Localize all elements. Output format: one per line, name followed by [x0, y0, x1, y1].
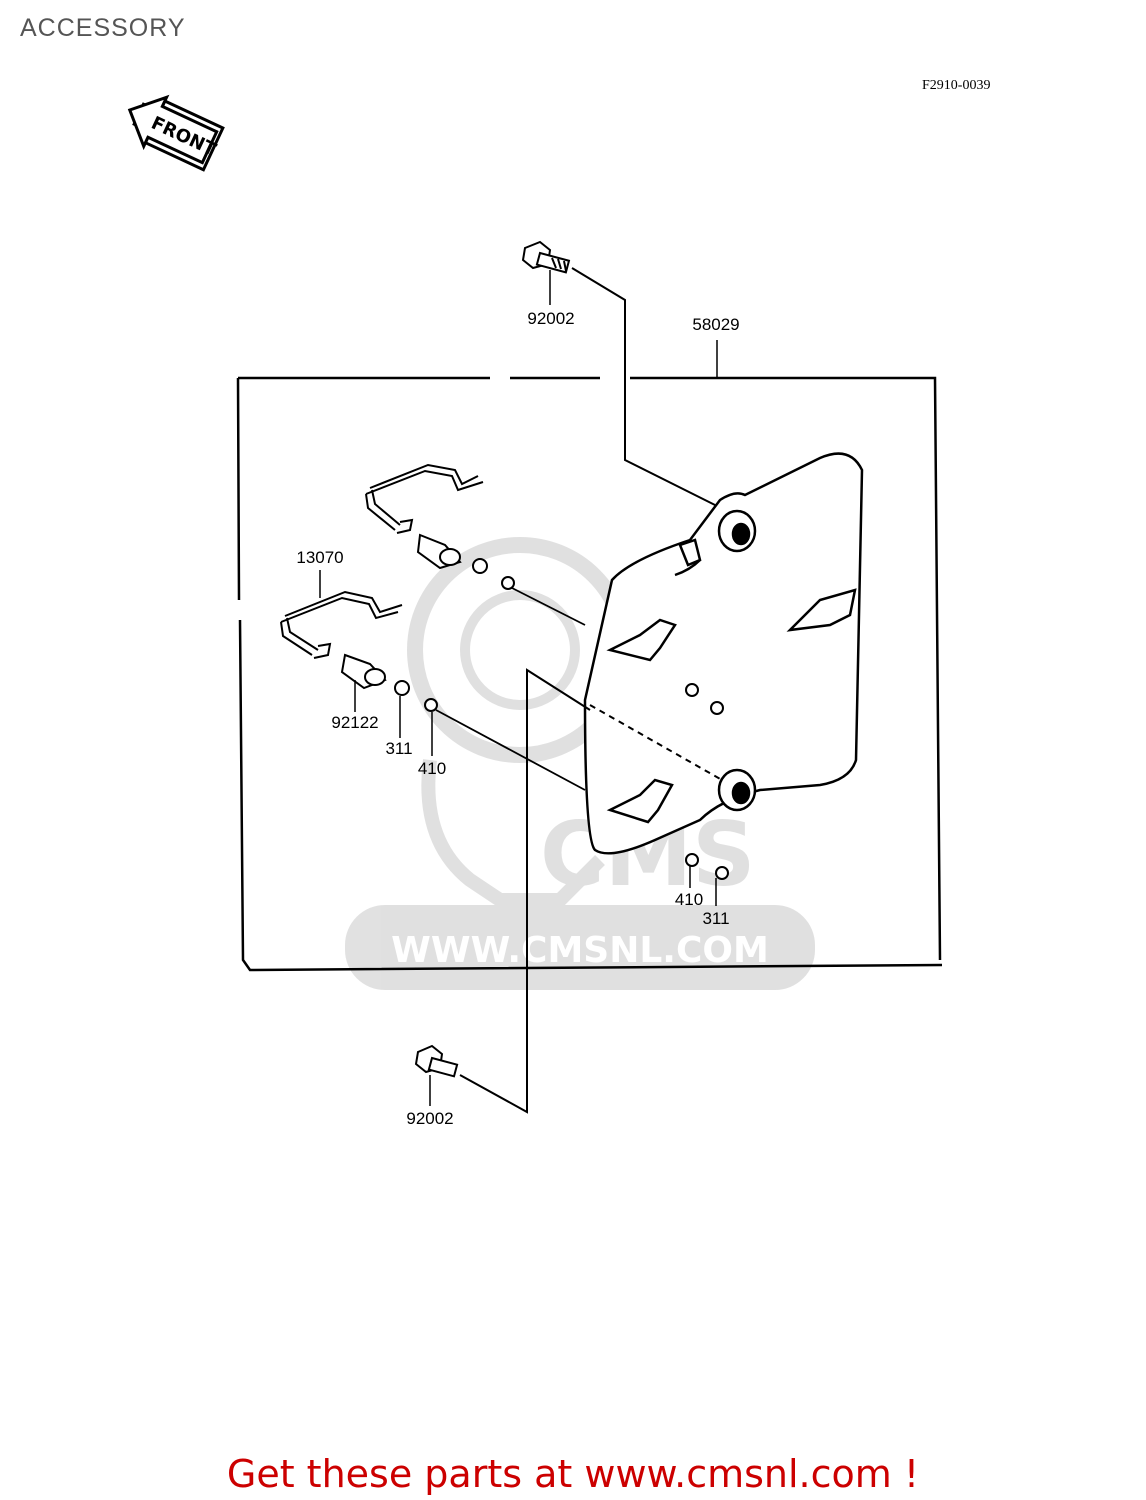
dashed-axis: [589, 704, 723, 781]
kit-frame: [236, 376, 943, 972]
label-311-left: 311: [385, 739, 412, 758]
watermark-text: WWW.CMSNL.COM: [391, 930, 769, 971]
nut-on-plate-1: [685, 683, 699, 697]
label-410-right: 410: [675, 890, 703, 909]
watermark-figure: [421, 759, 605, 907]
label-410-left: 410: [418, 759, 446, 778]
line-upper-rod: [511, 587, 586, 626]
footer-link[interactable]: Get these parts at www.cmsnl.com !: [226, 1452, 920, 1496]
label-58029: 58029: [692, 315, 739, 334]
cover-plate: [583, 452, 864, 855]
rod-lower: [280, 590, 403, 659]
nut-410-left: [424, 698, 438, 712]
page-title: ACCESSORY: [20, 14, 186, 42]
nut-upper: [501, 576, 515, 590]
label-92002-top: 92002: [527, 309, 574, 328]
washer-upper: [472, 558, 488, 574]
watermark-helmet-inner: [460, 590, 580, 710]
front-arrow: FRONT: [127, 94, 225, 172]
spacer-upper: [416, 533, 462, 570]
washer-311-right: [715, 866, 729, 880]
washer-311-left: [394, 680, 410, 696]
line-lower-rod: [435, 709, 586, 791]
label-311-right: 311: [702, 909, 729, 928]
bolt-bottom: [414, 1044, 459, 1078]
nut-410-right: [685, 853, 699, 867]
figure-code: F2910-0039: [922, 78, 991, 93]
label-13070: 13070: [296, 548, 343, 567]
nut-on-plate-2: [710, 701, 724, 715]
spacer-lower: [340, 653, 387, 690]
bolt-top: [521, 240, 571, 274]
bolt-bottom-path: [459, 668, 591, 1114]
label-92122: 92122: [331, 713, 378, 732]
label-92002-bottom: 92002: [406, 1109, 453, 1128]
bolt-top-path: [571, 267, 716, 506]
rod-upper: [365, 463, 484, 534]
